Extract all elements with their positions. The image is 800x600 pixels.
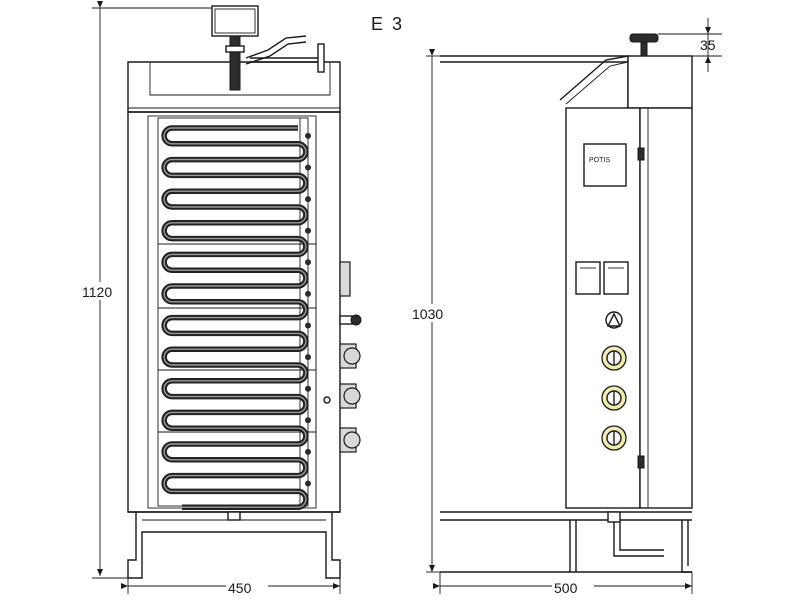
coil-terminal [305,354,311,361]
indicator-dot [323,396,331,404]
front-knob-2 [343,387,361,405]
front-knob-3 [343,431,361,449]
side-top-box [627,55,693,109]
coil-terminal [305,417,311,424]
coil-terminal [305,385,311,392]
coil-terminal [305,322,311,329]
coil-terminal [305,259,311,266]
front-top-inner [128,61,331,96]
side-top-knob [629,33,659,43]
switch-left [575,261,601,295]
coil-terminal [305,448,311,455]
coil-terminal [305,290,311,297]
hinge-top [637,147,645,161]
dim-1030-label: 1030 [412,306,443,322]
front-knob-1 [343,347,361,365]
brand-plate [583,143,627,187]
dim-35-label: 35 [700,37,716,53]
dim-450-label: 450 [228,580,252,596]
front-legs [127,512,341,579]
coil-terminal [305,227,311,234]
coil-terminal [305,132,311,139]
dim-1120-label: 1120 [82,284,112,300]
side-view: POTIS [410,18,722,596]
coil-terminal [305,164,311,171]
brand-label: POTIS [589,157,610,164]
drawing-title: E 3 [371,14,404,34]
switch-right [603,261,629,295]
side-door [639,107,693,509]
front-knob-small [350,314,362,326]
coil-terminal [305,480,311,487]
tilt-handle [245,35,307,59]
coil-highlight [163,127,307,508]
warning-triangle [606,312,622,327]
dim-500-label: 500 [554,580,578,596]
drip-pipe [613,522,664,557]
spindle [229,35,241,91]
hinge-bottom [637,455,645,469]
front-view: 1120 450 [82,1,362,596]
coil-terminal [305,196,311,203]
side-panel [339,261,351,297]
motor-box [211,5,259,37]
heating-coils [161,125,311,510]
